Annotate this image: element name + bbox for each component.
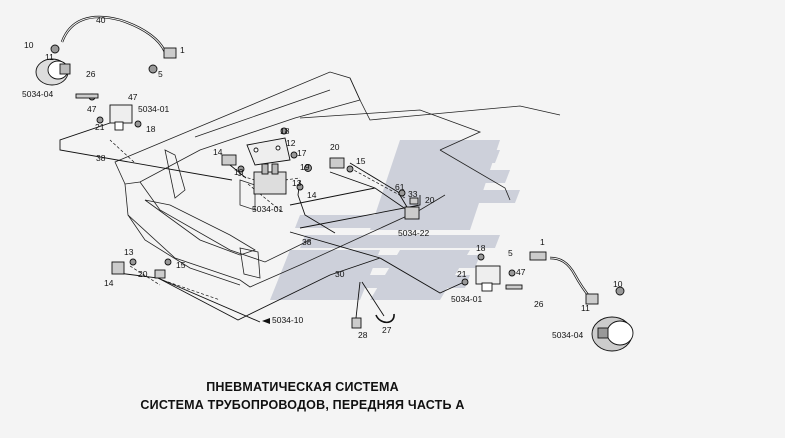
callout-38: 38 <box>302 237 312 247</box>
valve-upper <box>109 104 133 131</box>
callout-47: 47 <box>128 92 138 102</box>
brake-chamber-lower <box>591 316 634 352</box>
callout-13: 13 <box>124 247 134 257</box>
valve-center <box>253 163 287 195</box>
callout-11: 11 <box>45 52 54 62</box>
callout-26: 26 <box>86 69 96 79</box>
callout-40: 40 <box>96 15 106 25</box>
callout-47: 47 <box>87 104 97 114</box>
callout-21: 21 <box>457 269 467 279</box>
callout-30: 30 <box>335 269 345 279</box>
callout-18: 18 <box>146 124 156 134</box>
callout-14: 14 <box>213 147 223 157</box>
part-code-5034-22: 5034-22 <box>398 228 429 238</box>
callout-47: 47 <box>516 267 526 277</box>
part-code-5034-10: 5034-10 <box>272 315 303 325</box>
callout-13: 13 <box>292 178 302 188</box>
part-code-labels: 5034-04 5034-01 5034-01 5034-22 5034-01 … <box>22 89 583 340</box>
callout-18: 18 <box>280 126 290 136</box>
callout-26: 26 <box>534 299 544 309</box>
components <box>35 44 634 352</box>
callout-5: 5 <box>508 248 513 258</box>
dashed-leaders <box>109 139 406 301</box>
callout-21: 21 <box>95 122 105 132</box>
callout-1: 1 <box>540 237 545 247</box>
callout-14: 14 <box>104 278 114 288</box>
diagram-subtitle: СИСТЕМА ТРУБОПРОВОДОВ, ПЕРЕДНЯЯ ЧАСТЬ А <box>140 398 465 412</box>
part-code-5034-04: 5034-04 <box>22 89 53 99</box>
part-code-5034-01: 5034-01 <box>252 204 283 214</box>
mounting-plate <box>246 137 291 166</box>
callout-15: 15 <box>176 260 186 270</box>
arrow-5034-10 <box>262 318 270 324</box>
callout-33: 33 <box>408 189 418 199</box>
callout-10: 10 <box>613 279 623 289</box>
callout-28: 28 <box>358 330 368 340</box>
pipe-lines <box>59 15 593 323</box>
callout-18: 18 <box>476 243 486 253</box>
callout-38: 38 <box>96 153 106 163</box>
part-code-5034-01: 5034-01 <box>138 104 169 114</box>
callout-13: 13 <box>234 167 244 177</box>
callout-27: 27 <box>382 325 392 335</box>
callout-19: 19 <box>300 162 310 172</box>
callout-11: 11 <box>581 303 590 313</box>
callout-12: 12 <box>286 138 296 148</box>
chassis-frame <box>114 71 561 288</box>
brake-chamber-upper <box>35 58 71 86</box>
callout-17: 17 <box>297 148 307 158</box>
part-code-5034-04: 5034-04 <box>552 330 583 340</box>
part-code-5034-01: 5034-01 <box>451 294 482 304</box>
callout-20: 20 <box>138 269 148 279</box>
callout-1: 1 <box>180 45 185 55</box>
callout-20: 20 <box>330 142 340 152</box>
callout-labels: 40 10 11 1 5 26 47 47 21 18 38 18 12 17 … <box>24 15 623 340</box>
callout-20: 20 <box>425 195 435 205</box>
callout-15: 15 <box>356 156 366 166</box>
callout-14: 14 <box>307 190 317 200</box>
callout-5: 5 <box>158 69 163 79</box>
diagram-title: ПНЕВМАТИЧЕСКАЯ СИСТЕМА <box>206 380 399 394</box>
valve-lower-right <box>475 265 501 292</box>
callout-10: 10 <box>24 40 34 50</box>
callout-61: 61 <box>395 182 405 192</box>
